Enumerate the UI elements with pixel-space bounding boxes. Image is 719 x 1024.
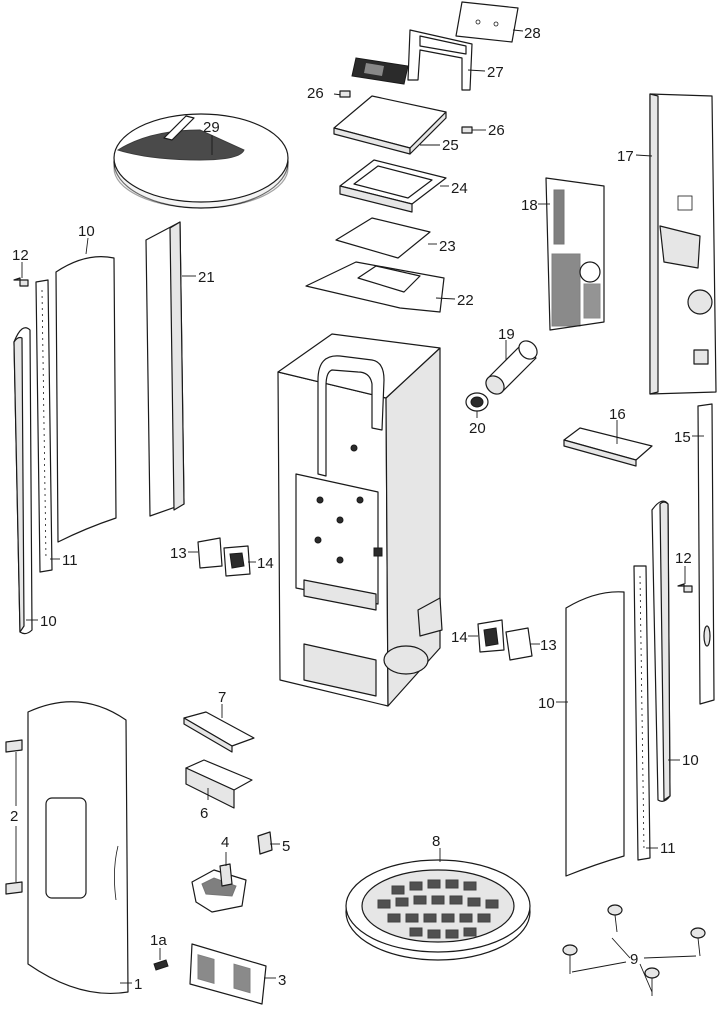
part-21-upright-profile [145,221,185,517]
label-26-left: 26 [307,85,324,102]
label-22: 22 [457,292,474,309]
part-29-round-top [113,113,289,209]
part-10-side-panel-left-inner [55,256,117,543]
label-28: 28 [524,25,541,42]
part-12-clip-left [13,277,29,287]
part-8-base-grate [345,859,531,961]
part-27-control-bracket [407,29,473,91]
part-15-side-strip [697,403,715,705]
label-10-lower-left: 10 [40,613,57,630]
label-12-right: 12 [675,550,692,567]
part-28-top-plate [455,1,519,43]
label-26-right: 26 [488,122,505,139]
part-20-ring [465,392,489,412]
label-13-left: 13 [170,545,187,562]
part-14-gasket-left [223,545,251,577]
label-2: 2 [10,808,18,825]
label-10-right-rear: 10 [682,752,699,769]
part-26-screw-right [461,126,486,134]
label-1: 1 [134,976,142,993]
part-4-burn-pot [191,863,247,913]
foot-4 [644,967,660,996]
part-18-perforated-panel [545,177,605,331]
label-21: 21 [198,269,215,286]
part-17-rear-panel [649,93,717,395]
part-25-top-lid [333,95,447,155]
part-10-side-panel-right-rear [651,500,671,802]
part-16-bracket [563,427,653,467]
label-12-left: 12 [12,247,29,264]
part-26-screw-left [333,90,351,98]
part-5-latch [257,831,273,855]
part-6-baffle [185,759,253,809]
part-1a-pin [153,959,169,971]
part-10-side-panel-right-front [565,591,625,877]
label-14-right: 14 [451,629,468,646]
part-11-side-strip-left [35,279,53,573]
part-1-front-door [27,701,129,995]
label-1a: 1a [150,932,167,949]
label-27: 27 [487,64,504,81]
label-19: 19 [498,326,515,343]
label-13-right: 13 [540,637,557,654]
foot-1 [607,904,623,933]
label-24: 24 [451,180,468,197]
foot-2 [690,927,706,957]
label-5: 5 [282,838,290,855]
part-10-side-panel-left-outer [13,327,33,635]
part-19-flue-pipe [485,340,538,395]
part-12-clip-right [677,583,693,593]
part-14-gasket-right [477,619,505,653]
part-13-plate-right [505,627,533,661]
part-3-grille [189,943,267,1005]
control-panel-display [351,57,409,85]
label-16: 16 [609,406,626,423]
label-10-right-front: 10 [538,695,555,712]
label-15: 15 [674,429,691,446]
label-17: 17 [617,148,634,165]
label-25: 25 [442,137,459,154]
part-24-support-frame [339,159,447,213]
label-20: 20 [469,420,486,437]
label-29: 29 [203,119,220,136]
main-stove-body [277,333,443,707]
part-13-plate-left [197,537,223,569]
part-23-gasket [335,217,431,259]
foot-3 [562,944,578,974]
label-23: 23 [439,238,456,255]
part-11-side-strip-right [633,565,651,861]
label-8: 8 [432,833,440,850]
label-11-right: 11 [660,840,676,857]
label-10-upper-left: 10 [78,223,95,240]
part-2-hinges [5,739,23,895]
label-18: 18 [521,197,538,214]
label-6: 6 [200,805,208,822]
label-9: 9 [630,951,638,968]
label-7: 7 [218,689,226,706]
part-22-cover-plate [305,261,445,313]
label-4: 4 [221,834,229,851]
label-11-left: 11 [62,552,78,569]
part-9-feet [562,904,706,996]
label-3: 3 [278,972,286,989]
part-7-deflector [183,711,255,753]
label-14-left: 14 [257,555,274,572]
